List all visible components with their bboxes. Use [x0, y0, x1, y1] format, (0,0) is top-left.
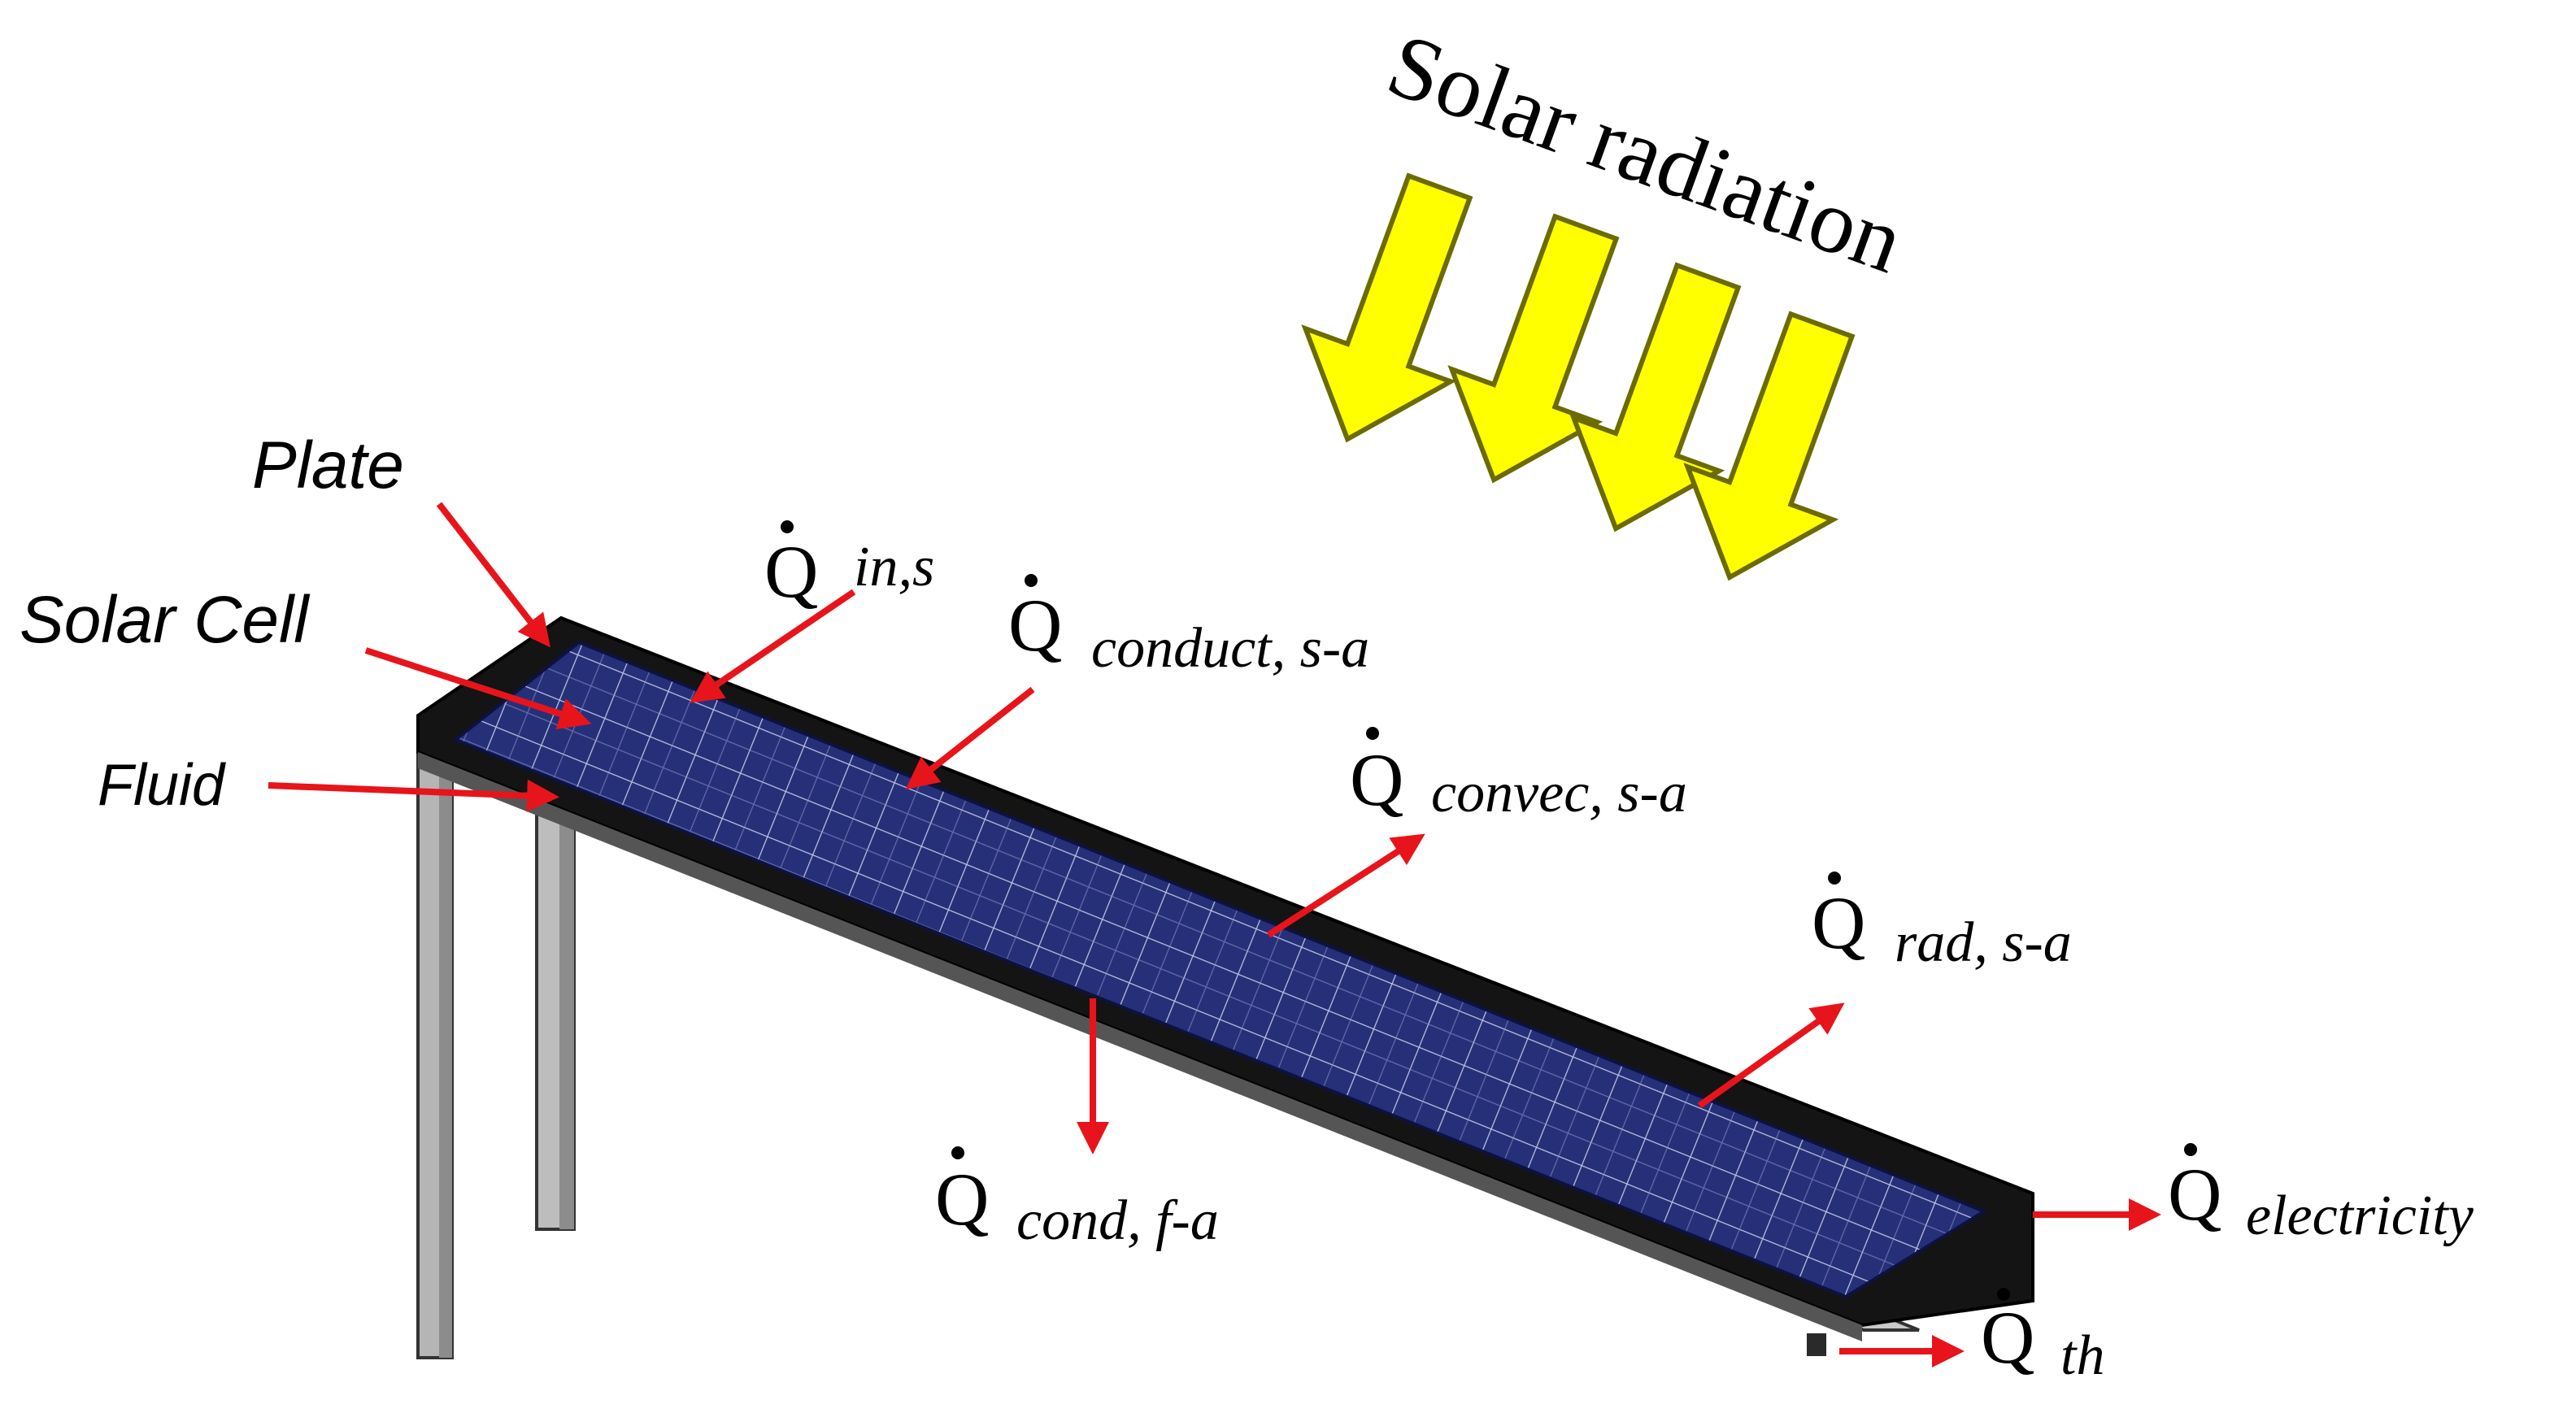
- q-subscript: convec, s-a: [1431, 762, 1687, 824]
- q-symbol: Q: [764, 530, 818, 613]
- q-subscript: th: [2060, 1324, 2104, 1387]
- q-symbol: Q: [1981, 1296, 2034, 1379]
- q-symbol: Q: [2168, 1153, 2221, 1236]
- q-convec-arrow: [1266, 833, 1425, 938]
- q-dot: [1025, 574, 1038, 587]
- heat-flow-th: Q th: [1981, 1288, 2104, 1387]
- fluid-pointer-arrow: [268, 779, 559, 812]
- plate-pointer-arrow: [436, 502, 550, 648]
- fluid-label: Fluid: [98, 753, 226, 818]
- q-symbol: Q: [1812, 881, 1865, 964]
- heat-flow-electricity: Q electricity: [2168, 1143, 2474, 1247]
- panel-frame-side: [418, 752, 1862, 1341]
- q-subscript: rad, s-a: [1895, 911, 2072, 974]
- heat-flow-arrows: [268, 502, 2161, 1367]
- q-subscript: in,s: [854, 536, 934, 598]
- q-conduct-arrow: [905, 686, 1035, 789]
- sun-arrow-icon: [1569, 262, 1742, 533]
- heat-flow-conduct-s-a: Q conduct, s-a: [1008, 574, 1369, 680]
- diagram-title: Solar radiation: [1375, 14, 1916, 293]
- right-leg: [1807, 1333, 1826, 1356]
- q-subscript: electricity: [2246, 1185, 2474, 1247]
- support-structure: [416, 734, 1826, 1359]
- q-dot: [781, 520, 794, 533]
- heat-flow-rad-s-a: Q rad, s-a: [1812, 872, 2072, 974]
- solar-cell-pointer-arrow: [364, 647, 592, 730]
- q-dot: [1828, 872, 1841, 885]
- q-dot: [2184, 1143, 2197, 1156]
- left-rear-leg-shade: [439, 736, 452, 1358]
- q-rad-arrow: [1697, 1002, 1845, 1109]
- sun-arrow-icon: [1447, 213, 1620, 484]
- q-symbol: Q: [1350, 738, 1403, 821]
- heat-flow-convec-s-a: Q convec, s-a: [1350, 727, 1687, 824]
- q-subscript: cond, f-a: [1016, 1189, 1219, 1252]
- sun-arrow-icon: [1683, 311, 1856, 581]
- q-in-arrow: [690, 589, 856, 703]
- plate-label: Plate: [252, 428, 404, 502]
- q-subscript: conduct, s-a: [1091, 617, 1369, 680]
- q-dot: [1997, 1288, 2010, 1301]
- solar-cell-surface: [452, 640, 1988, 1299]
- sun-arrow-icon: [1301, 172, 1473, 443]
- solar-cell-label: Solar Cell: [20, 583, 311, 657]
- heat-flow-in-s: Q in,s: [764, 520, 934, 613]
- heat-flow-cond-f-a: Q cond, f-a: [935, 1146, 1219, 1252]
- q-symbol: Q: [935, 1158, 989, 1241]
- q-dot: [1366, 727, 1379, 740]
- solar-radiation-arrows: [1301, 172, 1856, 581]
- left-front-leg-shade: [559, 813, 574, 1229]
- q-dot: [951, 1146, 964, 1159]
- q-symbol: Q: [1008, 584, 1062, 667]
